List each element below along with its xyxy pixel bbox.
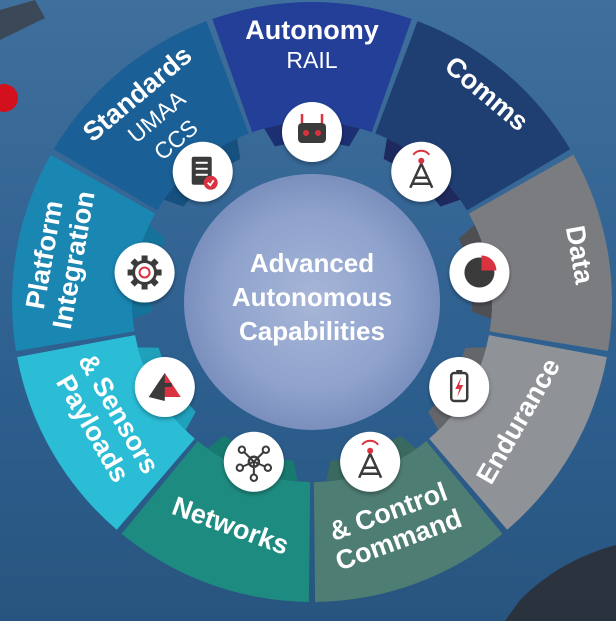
segment-data-shape	[468, 154, 612, 351]
checklist-document-icon	[172, 141, 233, 202]
gear-icon	[114, 242, 175, 303]
drone-silhouette-left	[0, 0, 45, 40]
icon-ring	[114, 102, 510, 492]
center-line-2: Autonomous	[232, 282, 392, 312]
segment-comms-shape	[375, 21, 571, 211]
center-circle	[184, 174, 440, 430]
segment-autonomy-label-0: Autonomy	[245, 15, 378, 45]
battery-icon	[429, 357, 490, 417]
radio-tower-icon	[391, 141, 452, 202]
pyramid-sensor-icon	[134, 357, 195, 417]
segment-platform-shape	[11, 154, 156, 351]
red-light-dot	[0, 84, 18, 112]
antenna-tower-icon	[340, 431, 401, 492]
network-hub-icon	[223, 431, 284, 492]
center-line-1: Advanced	[250, 248, 374, 278]
remote-control-icon	[282, 102, 342, 162]
segment-autonomy-shape	[212, 2, 412, 133]
pie-chart-icon	[449, 242, 510, 303]
drone-silhouette-right	[505, 545, 616, 621]
center-line-3: Capabilities	[239, 316, 385, 346]
segment-autonomy-sublabel-1: RAIL	[286, 47, 337, 73]
center-hub: Advanced Autonomous Capabilities	[184, 174, 440, 430]
segment-standards-shape	[53, 21, 249, 211]
